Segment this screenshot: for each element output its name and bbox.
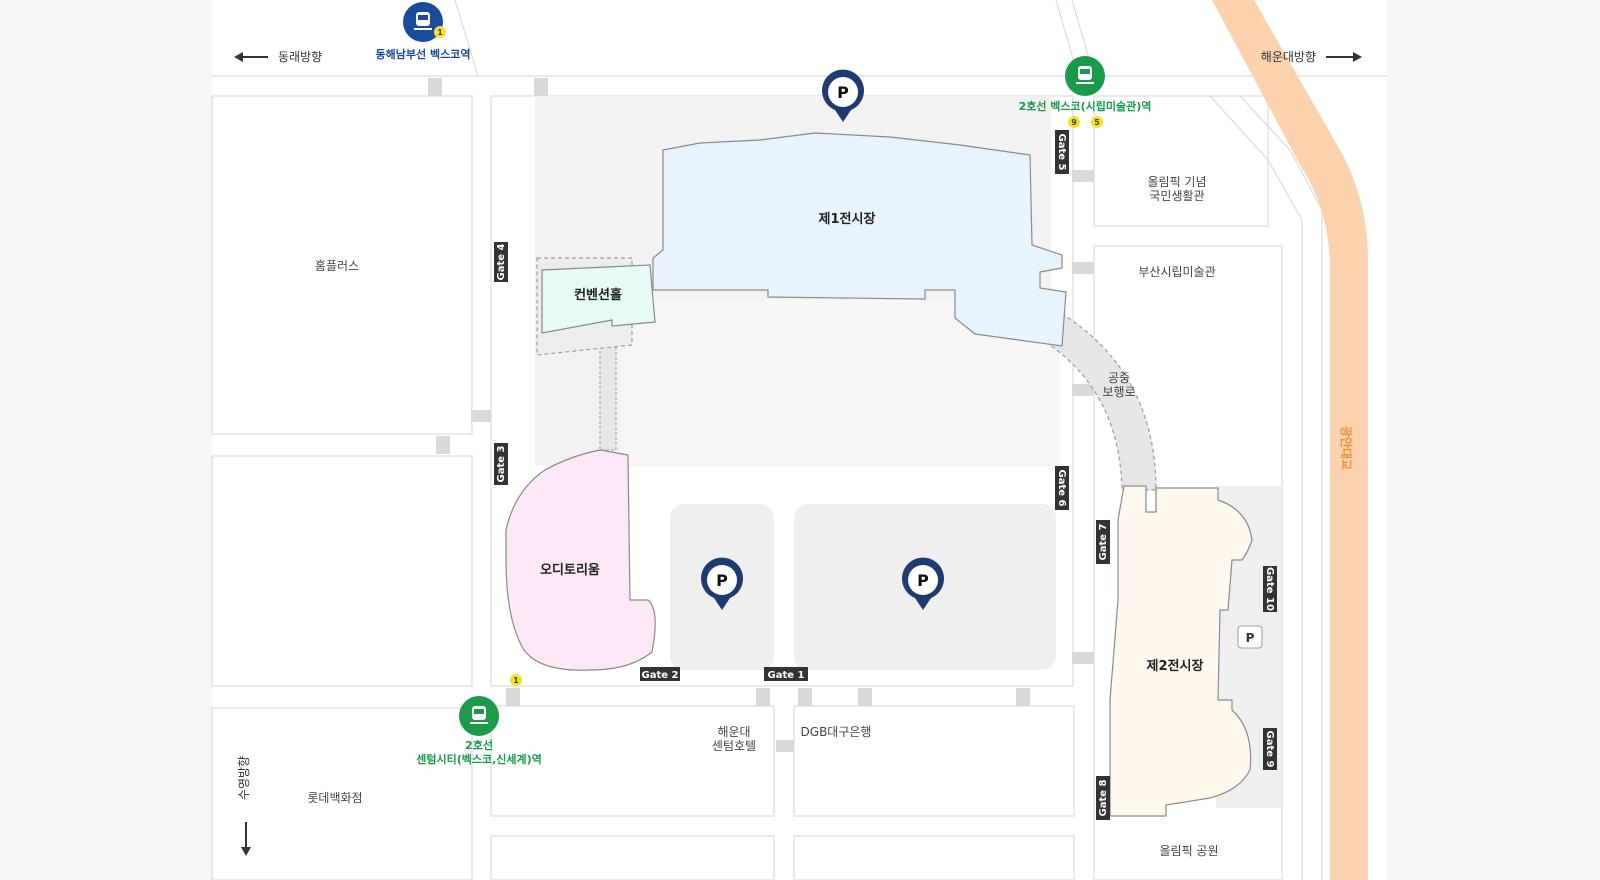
exit-badge bbox=[434, 26, 446, 38]
gate-4[interactable]: Gate 4 bbox=[494, 242, 508, 282]
station-bottom-label-2: 센텀시티(벡스코,신세계)역 bbox=[416, 752, 542, 766]
connector-walkway bbox=[599, 337, 617, 451]
exhibition-hall-2-label: 제2전시장 bbox=[1147, 658, 1204, 674]
gate-8-label: Gate 8 bbox=[1098, 779, 1109, 816]
parking-pin-label: P bbox=[917, 571, 929, 590]
auditorium-label: 오디토리움 bbox=[540, 562, 600, 578]
convention-hall[interactable] bbox=[541, 264, 656, 334]
skywalk-label-1: 공중 bbox=[1108, 371, 1130, 385]
train-icon bbox=[470, 706, 488, 724]
bridge-road bbox=[1212, 0, 1368, 880]
exit-badge-number: 1 bbox=[437, 28, 443, 37]
parking-pin-top[interactable]: P bbox=[822, 69, 864, 122]
direction-south-label: 수영방향 bbox=[237, 756, 251, 800]
bridge-label: 광안대교 bbox=[1339, 426, 1354, 470]
gate-4-label: Gate 4 bbox=[496, 243, 507, 280]
gate-6[interactable]: Gate 6 bbox=[1055, 466, 1069, 510]
gate-10[interactable]: Gate 10 bbox=[1263, 566, 1277, 612]
gate-6-label: Gate 6 bbox=[1056, 470, 1067, 507]
parking-pin-left[interactable]: P bbox=[701, 557, 743, 610]
parking-box-label: P bbox=[1246, 631, 1255, 645]
exhibition-hall-1[interactable] bbox=[652, 132, 1067, 347]
gate-3-label: Gate 3 bbox=[496, 445, 507, 482]
station-top-right-label: 2호선 벡스코(시립미술관)역 bbox=[1019, 99, 1152, 113]
gate-1[interactable]: Gate 1 bbox=[764, 667, 808, 681]
gate-3[interactable]: Gate 3 bbox=[494, 443, 508, 485]
olympic-memorial-label-1: 올림픽 기념 bbox=[1147, 175, 1206, 189]
gate-7-label: Gate 7 bbox=[1098, 523, 1109, 560]
station-top-left-label: 동해남부선 벡스코역 bbox=[376, 47, 471, 61]
olympic-park-label: 올림픽 공원 bbox=[1159, 844, 1218, 858]
exit-badge bbox=[1091, 116, 1103, 128]
homeplus-label: 홈플러스 bbox=[315, 259, 359, 273]
gate-9[interactable]: Gate 9 bbox=[1263, 728, 1277, 770]
arrow-left-icon bbox=[234, 52, 243, 62]
skywalk bbox=[1049, 309, 1157, 491]
convention-hall-label: 컨벤션홀 bbox=[574, 287, 622, 303]
exit-badge bbox=[510, 674, 522, 686]
parking-box-exhibition2[interactable]: P bbox=[1237, 625, 1263, 649]
gate-1-label: Gate 1 bbox=[768, 670, 805, 681]
auditorium[interactable] bbox=[505, 449, 656, 671]
arrow-down-icon bbox=[241, 847, 251, 856]
exit-badge bbox=[1068, 116, 1080, 128]
exhibition-hall-2[interactable] bbox=[1109, 485, 1253, 817]
gate-10-label: Gate 10 bbox=[1264, 567, 1275, 611]
parking-pin-right[interactable]: P bbox=[902, 557, 944, 610]
gate-7[interactable]: Gate 7 bbox=[1096, 520, 1110, 564]
direction-south: 수영방향 bbox=[237, 756, 251, 856]
train-icon bbox=[414, 12, 432, 30]
train-icon bbox=[1076, 66, 1094, 84]
exit-badge-number: 5 bbox=[1094, 118, 1100, 127]
station-top-left[interactable]: 1 동해남부선 벡스코역 bbox=[376, 2, 471, 61]
olympic-memorial-label-2: 국민생활관 bbox=[1149, 189, 1204, 203]
parking-pin-label: P bbox=[716, 571, 728, 590]
exit-badge-number: 9 bbox=[1071, 118, 1077, 127]
arrow-right-icon bbox=[1353, 52, 1362, 62]
gate-8[interactable]: Gate 8 bbox=[1096, 776, 1110, 820]
gate-5[interactable]: Gate 5 bbox=[1055, 130, 1069, 174]
direction-west-label: 동래방향 bbox=[278, 50, 322, 64]
gate-2[interactable]: Gate 2 bbox=[640, 667, 680, 681]
station-top-right[interactable]: 2호선 벡스코(시립미술관)역 9 5 bbox=[1019, 56, 1152, 128]
hotel-label-1: 해운대 bbox=[717, 725, 750, 739]
parking-pin-label: P bbox=[837, 83, 849, 102]
crosswalks bbox=[428, 78, 1094, 752]
direction-west: 동래방향 bbox=[234, 50, 322, 64]
direction-east: 해운대방향 bbox=[1261, 50, 1362, 64]
gate-9-label: Gate 9 bbox=[1264, 731, 1275, 768]
station-bottom[interactable]: 1 2호선 센텀시티(벡스코,신세계)역 bbox=[416, 674, 542, 766]
direction-east-label: 해운대방향 bbox=[1261, 50, 1316, 64]
dgb-label: DGB대구은행 bbox=[801, 724, 872, 739]
art-museum-label: 부산시립미술관 bbox=[1138, 265, 1215, 279]
station-bottom-label-1: 2호선 bbox=[465, 738, 493, 752]
hotel-label-2: 센텀호텔 bbox=[712, 739, 756, 753]
exhibition-hall-1-label: 제1전시장 bbox=[819, 211, 876, 227]
gate-5-label: Gate 5 bbox=[1056, 134, 1067, 171]
skywalk-label-2: 보행로 bbox=[1102, 384, 1135, 399]
lotte-label: 롯데백화점 bbox=[307, 791, 362, 805]
exit-badge-number: 1 bbox=[513, 676, 519, 685]
gate-2-label: Gate 2 bbox=[642, 670, 679, 681]
